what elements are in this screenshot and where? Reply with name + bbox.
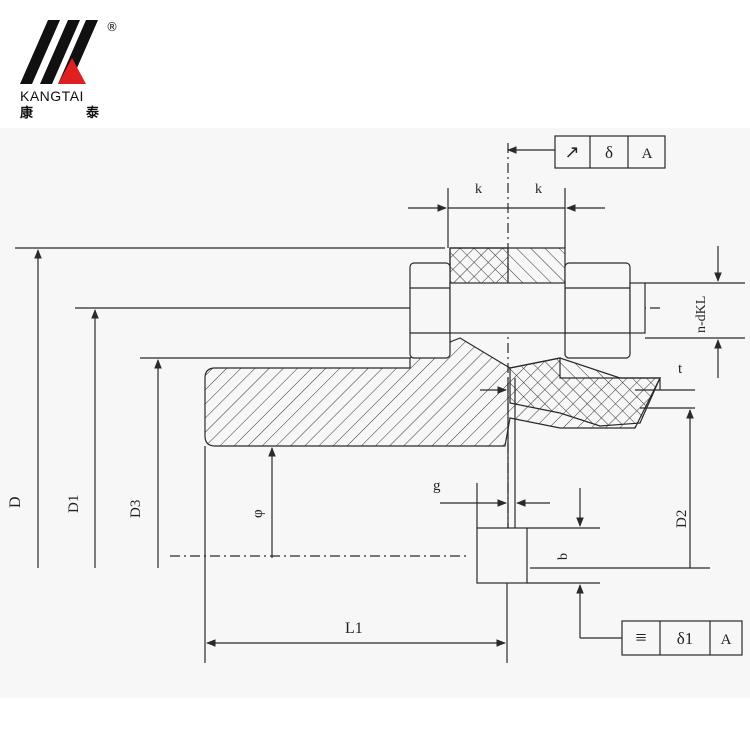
mating-flange-section	[509, 357, 661, 427]
label-t: t	[678, 361, 683, 377]
symmetry-datum: A	[721, 632, 732, 648]
label-g: g	[433, 478, 441, 494]
bolt-nut-right	[564, 262, 631, 359]
key-box	[476, 527, 528, 584]
label-d1: D1	[66, 495, 82, 513]
logo-mark-icon	[20, 20, 98, 84]
runout-tolerance-value: δ	[605, 143, 613, 162]
runout-symbol: ↗	[564, 142, 579, 162]
flange-coupling-drawing: ↗ δ A ≡ δ1 A D D1 D3 φ D2 n-dKL b L1 k k…	[0, 128, 750, 698]
symmetry-symbol: ≡	[635, 627, 646, 649]
label-d3: D3	[128, 500, 144, 518]
brand-chinese-left: 康	[20, 106, 34, 121]
symmetry-tolerance-frame: ≡ δ1 A	[621, 620, 743, 656]
label-l1: L1	[345, 620, 363, 637]
drawing-canvas: ↗ δ A ≡ δ1 A D D1 D3 φ D2 n-dKL b L1 k k…	[7, 135, 745, 663]
bolt-end	[629, 282, 646, 334]
label-b: b	[556, 553, 571, 560]
symmetry-tolerance-value: δ1	[677, 629, 694, 648]
kangtai-logo: ® KANGTAI 康 泰	[18, 10, 118, 121]
runout-tolerance-frame: ↗ δ A	[554, 135, 666, 169]
label-n-dkl: n-dKL	[694, 296, 709, 333]
brand-chinese-right: 泰	[86, 106, 100, 121]
label-k-right: k	[535, 182, 542, 197]
bolt-shank	[449, 282, 566, 334]
runout-datum: A	[642, 146, 653, 162]
bolt-head-left	[409, 262, 451, 359]
registered-mark: ®	[106, 20, 118, 34]
label-d: D	[7, 496, 24, 508]
label-phi: φ	[250, 509, 266, 518]
label-k-left: k	[475, 182, 482, 197]
label-d2: D2	[674, 510, 690, 528]
brand-name: KANGTAI	[20, 88, 84, 104]
